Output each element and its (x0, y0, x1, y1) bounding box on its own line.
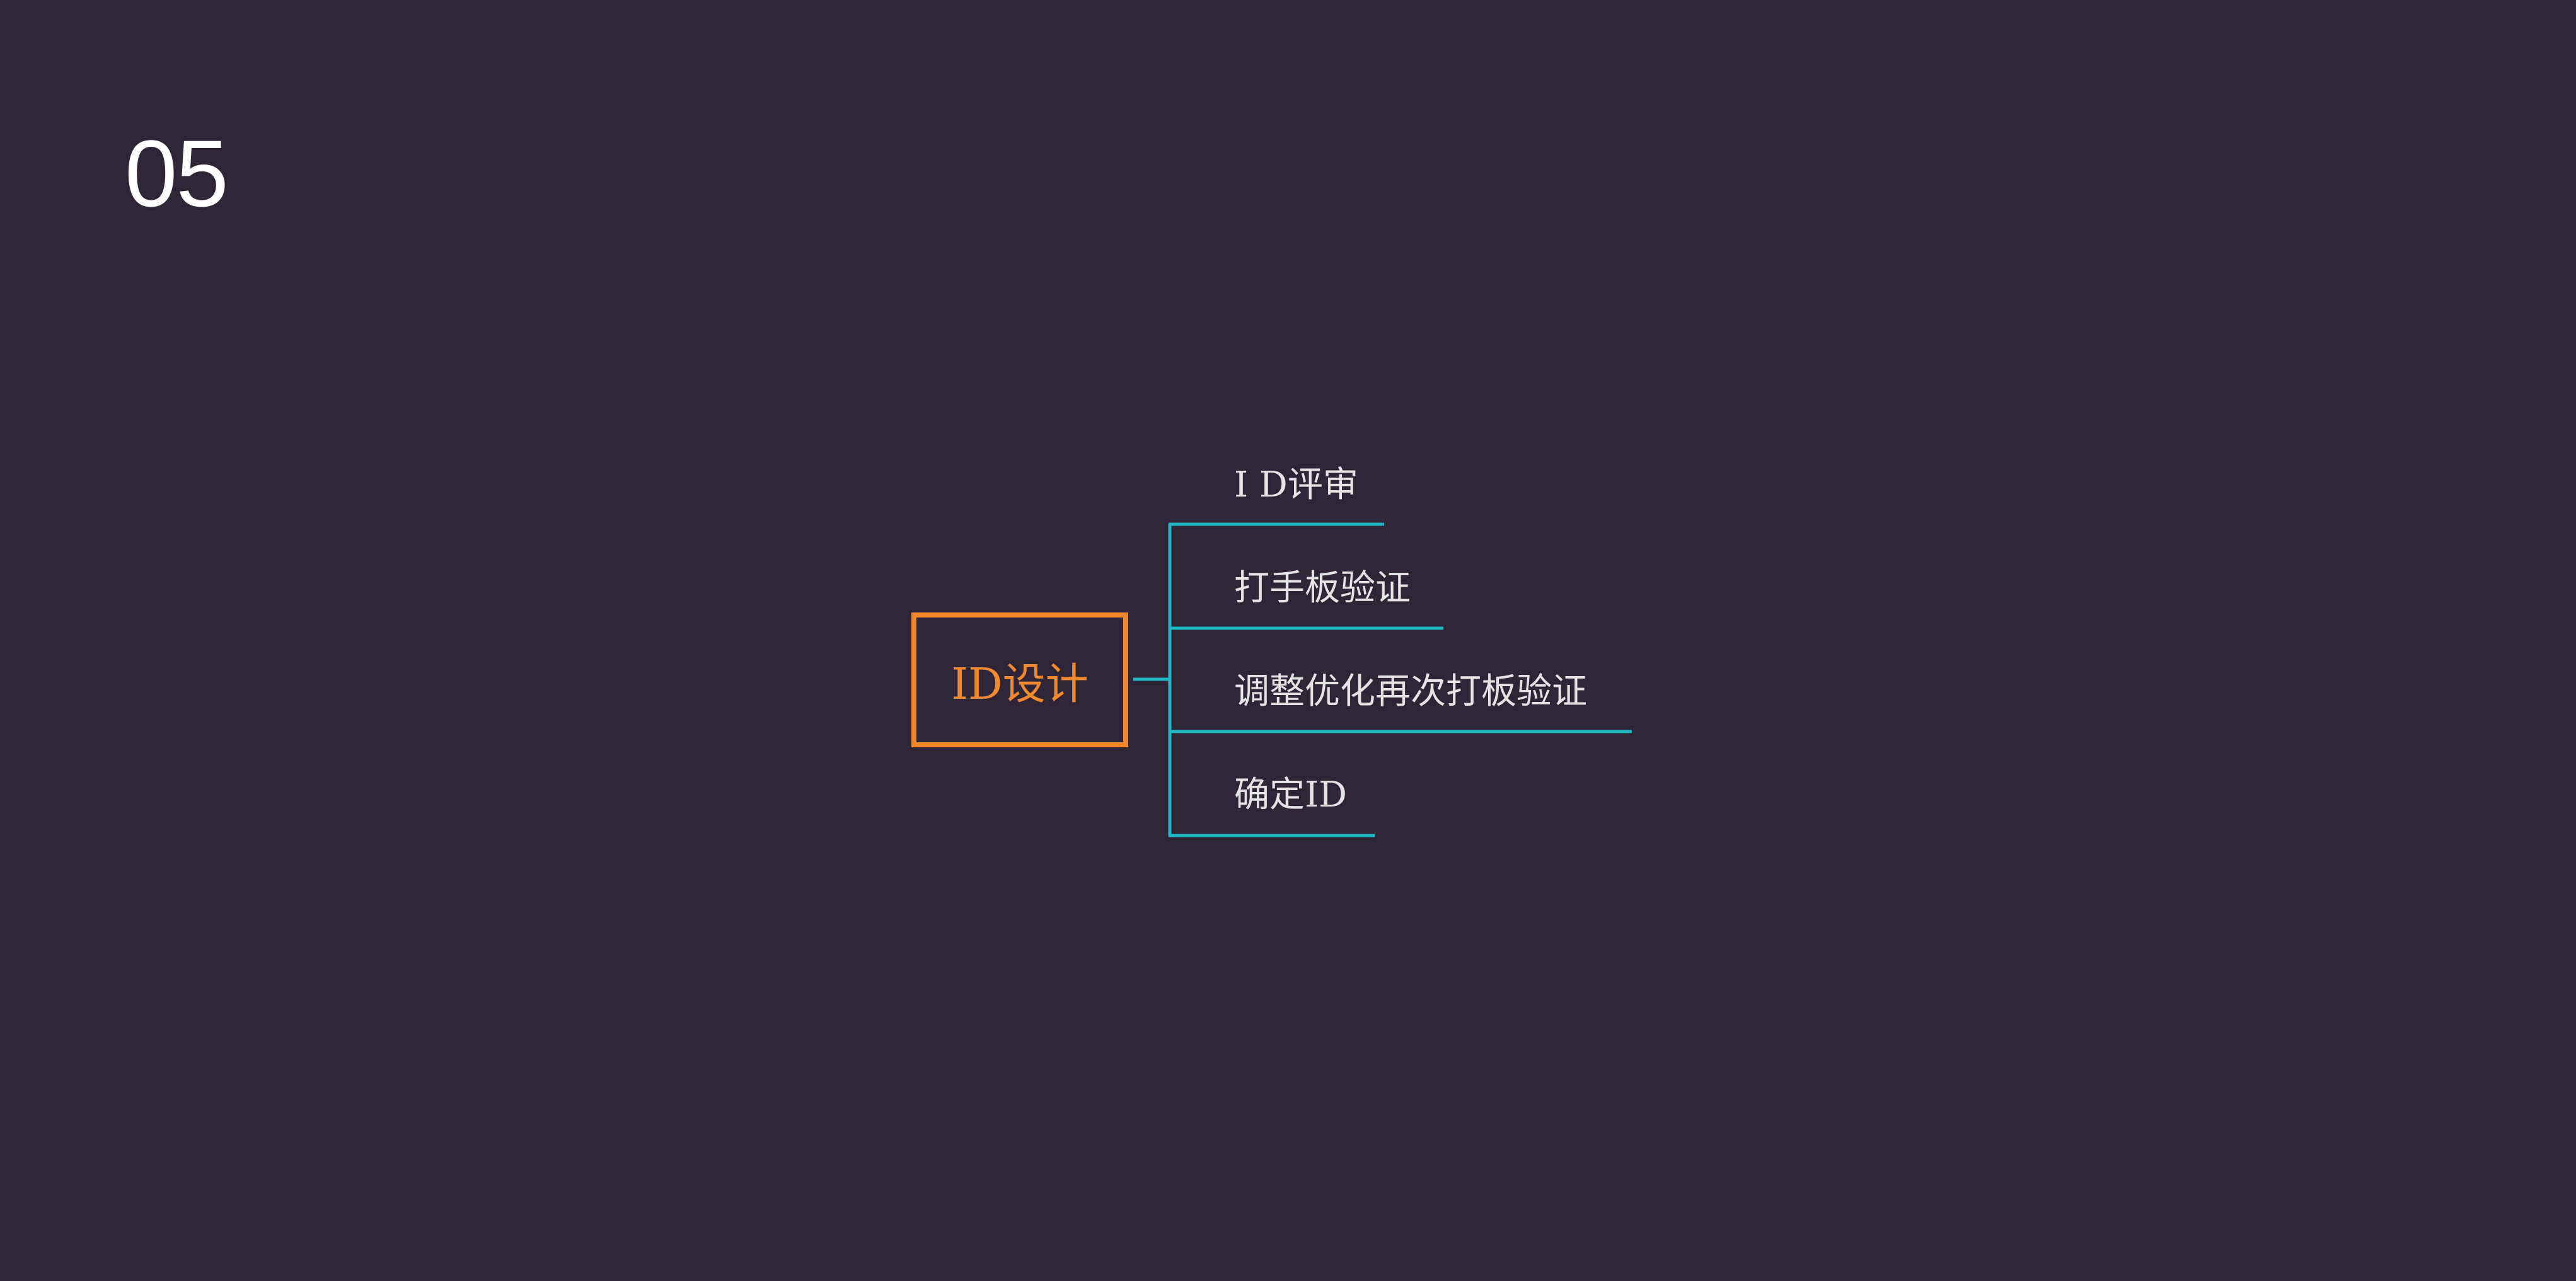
root-node: ID设计 (911, 612, 1128, 747)
root-node-label: ID设计 (951, 659, 1089, 709)
slide-number: 05 (125, 120, 229, 226)
branch-label-2: 打手板验证 (1234, 568, 1411, 609)
branch-label-1: I D评审 (1234, 464, 1358, 505)
branch-label-4: 确定ID (1234, 774, 1348, 815)
branch-label-3: 调整优化再次打板验证 (1234, 671, 1587, 712)
